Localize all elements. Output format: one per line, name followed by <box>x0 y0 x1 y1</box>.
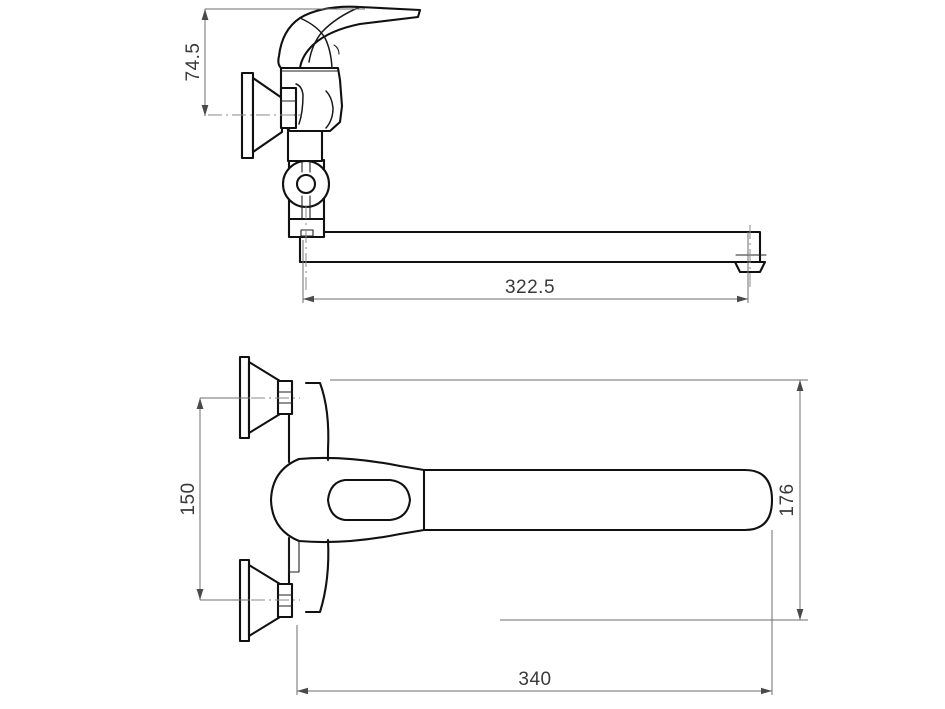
dimension-label-150: 150 <box>178 482 199 515</box>
side-spout-arm <box>290 230 767 274</box>
dimension-label-176: 176 <box>777 483 798 516</box>
lever-detent-mark <box>333 44 340 55</box>
swivel-stem-lines <box>301 160 311 173</box>
dimension-74-5: 74.5 <box>183 8 365 116</box>
front-elevation-view: 150 176 340 <box>178 355 808 695</box>
swivel-ring-inner <box>295 173 317 195</box>
side-elevation-view: 74.5 322.5 <box>183 5 767 303</box>
body-inner-curve-left <box>295 83 304 125</box>
arrow-176-top <box>796 380 804 391</box>
front-spout-outline <box>398 468 774 532</box>
arrow-340-left <box>297 687 308 695</box>
dimension-label-74-5: 74.5 <box>183 43 204 82</box>
lever-inner-ridge <box>308 6 361 63</box>
lever-inner-fold <box>299 17 333 69</box>
arrow-322-5-left <box>303 295 314 303</box>
upper-flange-nut-facets <box>277 391 293 404</box>
arrow-74-5-top <box>201 9 209 20</box>
dimension-340: 340 <box>296 530 773 695</box>
body-inner-curve-right <box>325 90 334 129</box>
riser-lower-right <box>304 538 330 614</box>
arrow-176-bottom <box>796 609 804 620</box>
flange-plate <box>240 71 255 160</box>
front-main-body <box>269 456 426 544</box>
dimension-176: 176 <box>330 379 808 621</box>
dimension-322-5: 322.5 <box>302 232 749 303</box>
side-neck <box>286 126 324 163</box>
swivel-lower-lines <box>301 195 311 219</box>
arrow-322-5-right <box>737 295 748 303</box>
side-lever-handle <box>277 5 422 70</box>
dimension-label-340: 340 <box>518 669 551 690</box>
arrow-74-5-bottom <box>201 105 209 116</box>
side-hex-nut <box>279 86 298 130</box>
arrow-340-right <box>761 687 772 695</box>
front-riser-column <box>287 381 330 614</box>
lever-outline <box>277 5 422 70</box>
dimension-label-322-5: 322.5 <box>505 277 555 298</box>
riser-lower-detail <box>288 539 300 573</box>
front-spout-arm <box>398 468 774 532</box>
front-lever-aperture <box>326 478 412 522</box>
neck-column <box>286 126 324 163</box>
arrow-150-top <box>196 398 204 409</box>
spout-base-notch <box>300 229 314 237</box>
spout-tube-outline <box>290 230 762 264</box>
arrow-150-bottom <box>196 589 204 600</box>
riser-upper-right <box>304 381 330 462</box>
hex-nut-outline <box>279 86 298 130</box>
dimension-150: 150 <box>178 397 250 601</box>
lower-flange-nut-facets <box>277 594 293 607</box>
